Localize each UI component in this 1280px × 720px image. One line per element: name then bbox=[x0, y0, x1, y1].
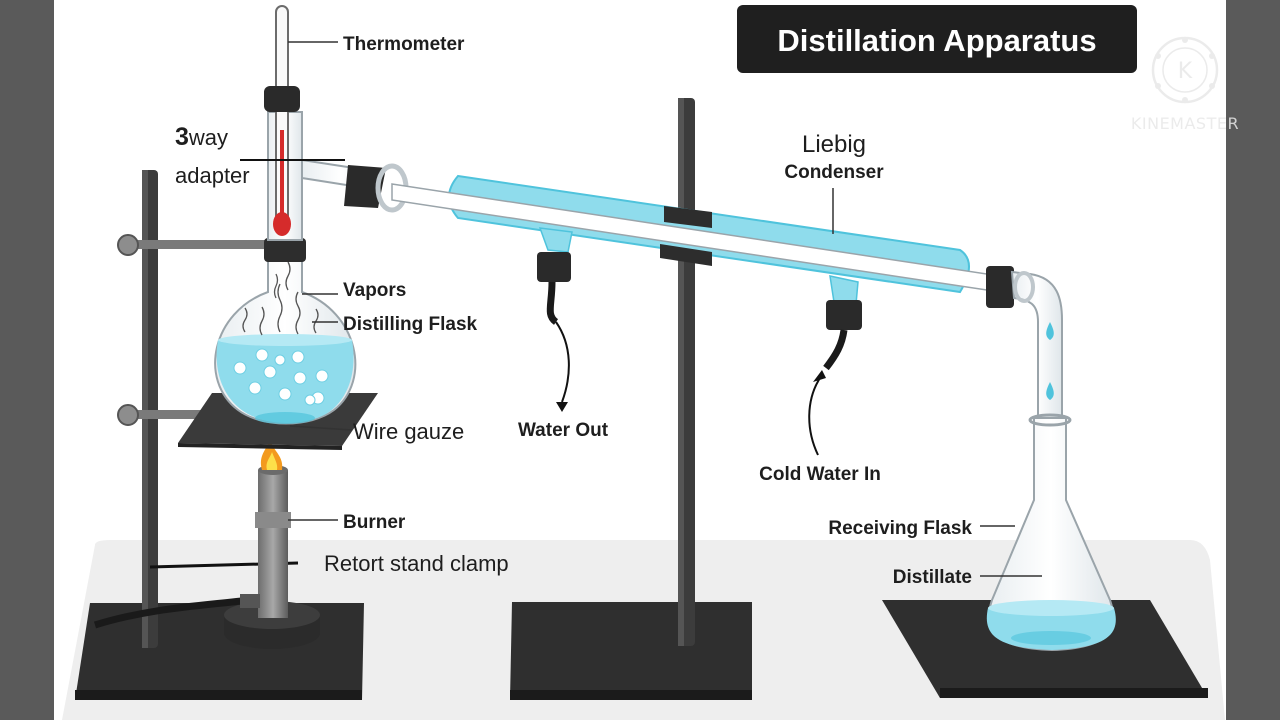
label-liebig: Liebig bbox=[802, 131, 866, 158]
three-way-side-arm bbox=[301, 158, 409, 213]
label-distillate: Distillate bbox=[893, 567, 972, 588]
distilling-flask bbox=[214, 111, 357, 425]
label-three-way-word: way bbox=[188, 125, 228, 150]
water-out-arrow bbox=[555, 321, 570, 412]
watermark-logo-letter: K bbox=[1178, 59, 1193, 84]
diagram-title: Distillation Apparatus bbox=[777, 23, 1096, 58]
burner bbox=[93, 440, 320, 649]
label-receiving-flask: Receiving Flask bbox=[828, 518, 972, 539]
pointer-lines bbox=[240, 41, 1042, 577]
label-distilling-flask: Distilling Flask bbox=[343, 314, 478, 335]
label-retort-stand-clamp: Retort stand clamp bbox=[324, 551, 509, 576]
label-wire-gauze: Wire gauze bbox=[353, 419, 464, 444]
label-three-way-number: 3 bbox=[175, 123, 189, 151]
label-vapors: Vapors bbox=[343, 280, 406, 301]
title-badge bbox=[737, 5, 1137, 73]
center-retort-stand bbox=[510, 98, 752, 700]
label-burner: Burner bbox=[343, 512, 406, 533]
watermark-text: KINEMASTER bbox=[1131, 114, 1239, 133]
cold-water-in-arrow bbox=[808, 370, 826, 456]
liebig-condenser bbox=[391, 174, 1001, 371]
thermometer bbox=[264, 5, 300, 236]
receiving-flask bbox=[882, 413, 1208, 698]
label-condenser: Condenser bbox=[784, 162, 884, 183]
label-thermometer: Thermometer bbox=[343, 34, 465, 55]
label-water-out: Water Out bbox=[518, 420, 609, 441]
label-adapter: adapter bbox=[175, 163, 250, 188]
label-three-way: 3way bbox=[175, 123, 228, 151]
label-cold-water-in: Cold Water In bbox=[759, 464, 881, 485]
watermark: K KINEMASTER bbox=[1131, 36, 1239, 133]
